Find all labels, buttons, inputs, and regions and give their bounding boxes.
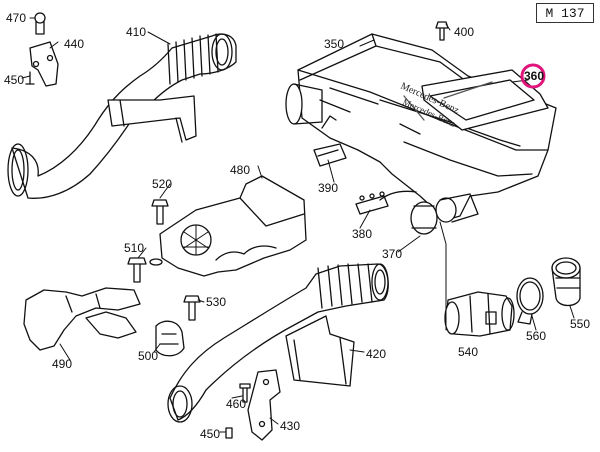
bracket-490 xyxy=(23,287,141,351)
connector-390 xyxy=(313,115,347,167)
callout-410: 410 xyxy=(126,25,147,39)
hose-clamp xyxy=(516,277,544,325)
engine-cover xyxy=(159,175,307,277)
bolt-530 xyxy=(183,295,201,321)
bracket-bottom xyxy=(225,369,281,441)
callout-490: 490 xyxy=(52,357,73,371)
callout-550: 550 xyxy=(570,317,591,331)
rubber-sleeve xyxy=(551,257,581,307)
callout-560: 560 xyxy=(526,329,547,343)
callout-450-top: 450 xyxy=(4,73,25,87)
callout-400: 400 xyxy=(454,25,475,39)
grommet-500 xyxy=(155,320,185,357)
intake-duct-lower xyxy=(167,263,389,423)
callout-440: 440 xyxy=(64,37,85,51)
intake-duct-upper xyxy=(7,33,237,199)
harness-380 xyxy=(355,190,417,215)
callout-370: 370 xyxy=(382,247,403,261)
callout-450-bottom: 450 xyxy=(200,427,221,441)
highlight-ring-360 xyxy=(520,63,546,89)
mass-air-flow-sensor xyxy=(444,291,515,337)
callout-430: 430 xyxy=(280,419,301,433)
sensor-cap-370 xyxy=(410,201,438,235)
callout-520: 520 xyxy=(152,177,173,191)
callout-360: 360 xyxy=(524,69,545,83)
callout-470: 470 xyxy=(6,11,27,25)
callout-460: 460 xyxy=(226,397,247,411)
callout-500: 500 xyxy=(138,349,159,363)
callout-530: 530 xyxy=(206,295,227,309)
leader-lines xyxy=(21,17,575,433)
page-code: M 137 xyxy=(536,3,594,23)
air-filter-housing xyxy=(285,33,557,223)
callout-510: 510 xyxy=(124,241,145,255)
callout-390: 390 xyxy=(318,181,339,195)
bolt-520 xyxy=(151,199,169,225)
callout-350: 350 xyxy=(324,37,345,51)
bolt-510 xyxy=(127,257,163,283)
screw-400 xyxy=(435,21,449,41)
callout-380: 380 xyxy=(352,227,373,241)
bracket-top-left xyxy=(25,12,59,87)
callout-480: 480 xyxy=(230,163,251,177)
callout-420: 420 xyxy=(366,347,387,361)
callout-540: 540 xyxy=(458,345,479,359)
